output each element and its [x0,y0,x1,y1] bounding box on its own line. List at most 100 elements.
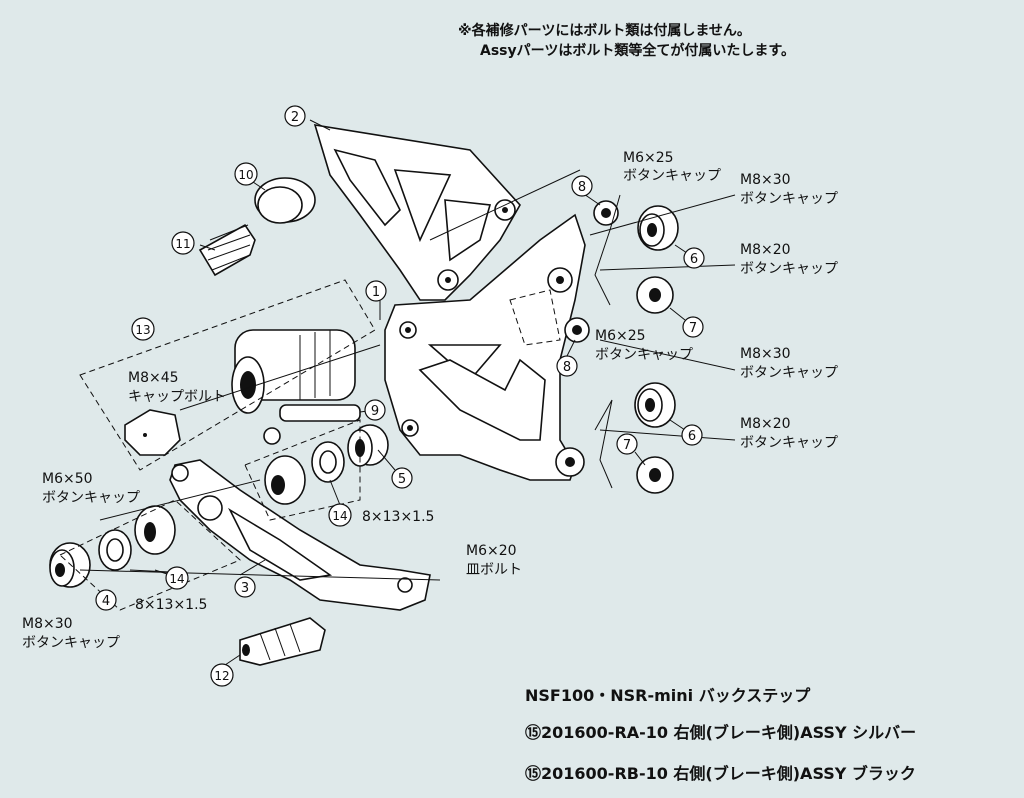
svg-text:13: 13 [135,323,150,337]
svg-text:12: 12 [214,669,229,683]
bushing-part-7-upper [636,276,674,314]
svg-text:11: 11 [175,237,190,251]
pivot-shaft [231,329,356,414]
label-m6x50: M6×50 ボタンキャップ [42,471,140,506]
callout-11: 11 [171,231,195,255]
svg-text:8: 8 [563,360,571,375]
svg-text:M8×20: M8×20 [740,242,791,258]
callout-14-upper: 14 [328,503,352,527]
svg-text:6: 6 [688,429,696,444]
callout-5: 5 [391,467,413,489]
callout-1: 1 [365,280,387,302]
svg-text:M8×20: M8×20 [740,416,791,432]
label-m8x45: M8×45 キャップボルト [128,370,226,405]
svg-text:キャップボルト: キャップボルト [128,389,226,405]
heel-guard-plate [313,124,521,301]
callout-4: 4 [95,589,117,611]
callout-8-lower: 8 [556,355,578,377]
svg-text:7: 7 [623,438,631,453]
svg-text:M6×25: M6×25 [595,328,646,344]
assembly-box-13 [79,279,376,471]
svg-text:ボタンキャップ: ボタンキャップ [623,168,721,184]
rubber-part-10 [254,177,316,224]
svg-text:ボタンキャップ: ボタンキャップ [42,490,140,506]
svg-text:14: 14 [169,572,184,586]
callout-12: 12 [210,663,234,687]
label-m8x20-upper: M8×20 ボタンキャップ [740,242,838,277]
collar-part-upper-left [264,455,306,505]
callout-2: 2 [284,105,306,127]
bushing-part-8-lower [564,317,590,343]
label-m6x25-upper: M6×25 ボタンキャップ [623,150,721,184]
svg-text:ボタンキャップ: ボタンキャップ [740,261,838,277]
leader-lines [79,119,736,666]
svg-text:3: 3 [241,581,249,596]
label-m8x30-middle: M8×30 ボタンキャップ [740,346,838,381]
bushing-part-7-lower [636,456,674,494]
collar-part-5 [347,424,389,467]
svg-text:2: 2 [291,110,299,125]
svg-text:8: 8 [578,180,586,195]
svg-text:9: 9 [371,404,379,419]
label-m8x30-upper: M8×30 ボタンキャップ [740,172,838,207]
svg-text:M8×45: M8×45 [128,370,179,386]
callout-10: 10 [234,162,258,186]
svg-text:4: 4 [102,594,110,609]
label-washer-lower: 8×13×1.5 [135,597,207,613]
svg-text:8×13×1.5: 8×13×1.5 [135,597,207,613]
svg-text:10: 10 [238,168,253,182]
cap-bolt-m8x45 [124,409,181,456]
svg-text:ボタンキャップ: ボタンキャップ [740,365,838,381]
product-title: NSF100・NSR-mini バックステップ [525,686,811,705]
note-line-2: Assyパーツはボルト類等全てが付属いたします。 [480,43,795,59]
svg-text:M8×30: M8×30 [22,616,73,632]
bushing-part-6-upper [637,205,679,251]
rubber-part-12 [239,617,326,666]
svg-text:6: 6 [690,252,698,267]
bushing-part-8-upper [593,200,619,226]
callout-13: 13 [131,317,155,341]
collar-part-lower-middle [134,505,176,555]
spring-part-11 [198,223,256,277]
svg-text:皿ボルト: 皿ボルト [466,562,522,578]
svg-text:ボタンキャップ: ボタンキャップ [595,347,693,363]
svg-text:ボタンキャップ: ボタンキャップ [740,435,838,451]
svg-text:M6×20: M6×20 [466,543,517,559]
svg-text:M6×50: M6×50 [42,471,93,487]
svg-text:14: 14 [332,509,347,523]
washer-part-14-upper [311,441,345,483]
label-m8x30-lower: M8×30 ボタンキャップ [22,616,120,651]
svg-text:5: 5 [398,472,406,487]
assy-black-line: ⑮201600-RB-10 右側(ブレーキ側)ASSY ブラック [525,764,916,783]
main-bracket-plate [384,213,586,481]
svg-text:M8×30: M8×30 [740,346,791,362]
svg-text:ボタンキャップ: ボタンキャップ [22,635,120,651]
callout-9: 9 [364,399,386,421]
svg-text:1: 1 [372,285,380,300]
callout-8-upper: 8 [571,175,593,197]
svg-text:M6×25: M6×25 [623,150,674,166]
washer-part-14-lower [98,529,132,571]
label-m6x25-lower: M6×25 ボタンキャップ [595,328,693,363]
callout-6-upper: 6 [683,247,705,269]
callout-7-upper: 7 [682,316,704,338]
label-washer-upper: 8×13×1.5 [362,509,434,525]
svg-text:7: 7 [689,321,697,336]
svg-text:8×13×1.5: 8×13×1.5 [362,509,434,525]
brake-pedal-lever [169,459,431,611]
svg-text:ボタンキャップ: ボタンキャップ [740,191,838,207]
callout-6-lower: 6 [681,424,703,446]
assembly-box-upper-right [509,289,561,346]
svg-text:M8×30: M8×30 [740,172,791,188]
bushing-part-6-lower [634,382,676,428]
label-m6x20: M6×20 皿ボルト [466,543,522,578]
assembly-box-middle [244,419,361,521]
callout-14-lower: 14 [165,566,189,590]
callout-3: 3 [234,576,256,598]
label-m8x20-lower: M8×20 ボタンキャップ [740,416,838,451]
note-line-1: ※各補修パーツにはボルト類は付属しません。 [458,23,751,39]
rod-part-9 [263,404,361,445]
callout-7-lower: 7 [616,433,638,455]
